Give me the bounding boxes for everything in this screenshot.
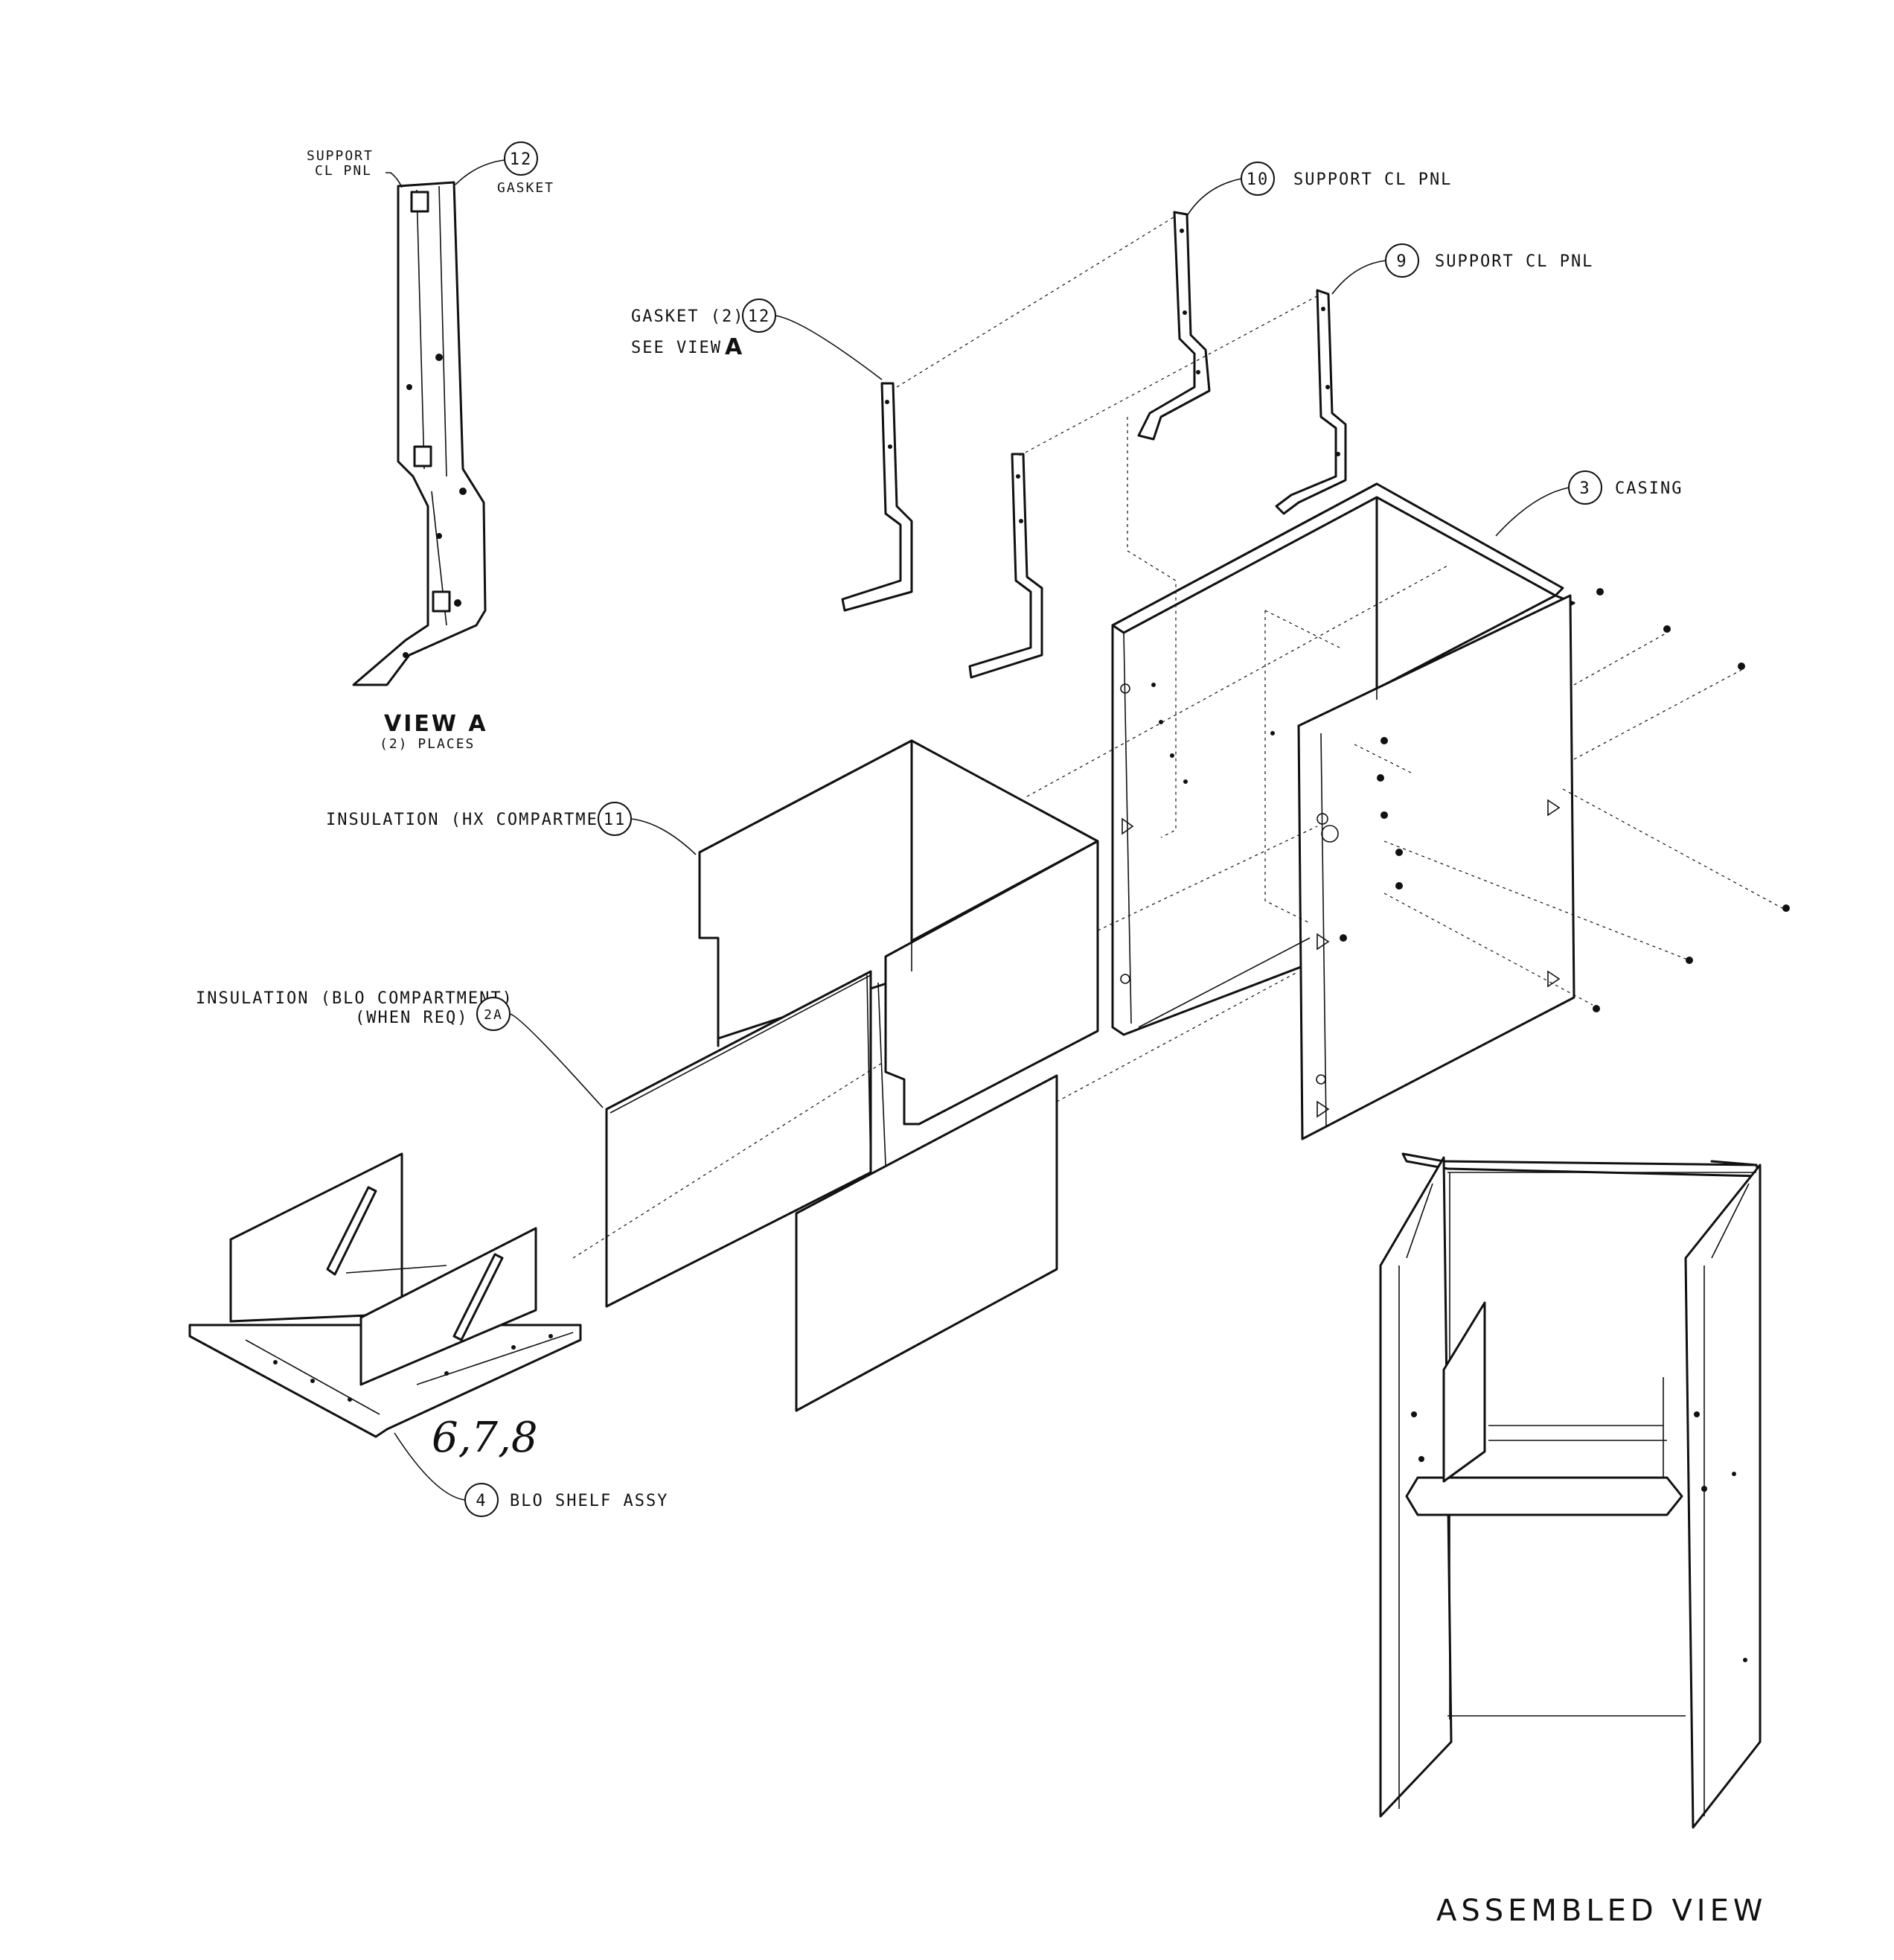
callout-11-label: INSULATION (HX COMPARTMENT) xyxy=(326,811,633,829)
callout-9-number: 9 xyxy=(1396,252,1407,271)
callout-item-2a: INSULATION (BLO COMPARTMENT) (WHEN REQ) … xyxy=(196,989,604,1108)
casing xyxy=(1111,482,1790,1140)
callout-item-3: 3 CASING xyxy=(1495,470,1683,537)
support-brackets xyxy=(841,211,1347,679)
gasket-strip-12 xyxy=(841,382,913,612)
callout-12-note-letter: A xyxy=(725,334,744,360)
alignment-lines xyxy=(572,215,1783,1259)
support-cl-pnl-9 xyxy=(1275,289,1347,515)
assembled-blower-plate xyxy=(1442,1301,1486,1483)
callout-10-number: 10 xyxy=(1247,170,1270,189)
callout-9-label: SUPPORT CL PNL xyxy=(1435,252,1593,271)
view-a-gasket-label: GASKET xyxy=(497,180,554,196)
assembled-view: ASSEMBLED VIEW xyxy=(1379,1152,1767,1928)
callout-3-label: CASING xyxy=(1615,479,1683,498)
assembled-blower-shelf xyxy=(1405,1476,1683,1516)
view-a-gasket-item-number: 12 xyxy=(510,150,533,169)
insulation-blo-compartment xyxy=(605,970,1058,1412)
insulation-blo-right-panel xyxy=(795,1074,1058,1412)
callout-item-12: GASKET (2) 12 SEE VIEW A xyxy=(631,299,883,380)
callout-item-4: 4 BLO SHELF ASSY xyxy=(394,1432,668,1517)
callout-12-note: SEE VIEW xyxy=(631,339,722,357)
view-a-support-bracket xyxy=(352,181,487,686)
callout-item-9: 9 SUPPORT CL PNL xyxy=(1331,243,1593,295)
view-a-detail: SUPPORT CL PNL 12 GASKET VIEW A (2) PLAC… xyxy=(307,141,554,752)
callout-12-number: 12 xyxy=(748,307,771,326)
assembled-view-label: ASSEMBLED VIEW xyxy=(1436,1894,1767,1928)
blower-shelf-assembly: 6,7,8 xyxy=(188,1152,582,1462)
callout-11-number: 11 xyxy=(604,811,627,829)
callout-12-prefix: GASKET (2) xyxy=(631,307,744,326)
view-a-subtitle: (2) PLACES xyxy=(380,736,475,752)
insulation-hx-right-panel xyxy=(884,840,1099,1126)
callout-4-label: BLO SHELF ASSY xyxy=(510,1492,668,1510)
handwritten-item-note: 6,7,8 xyxy=(432,1414,538,1462)
blower-shelf-left-plate xyxy=(229,1152,403,1323)
callout-3-number: 3 xyxy=(1579,479,1590,498)
view-a-support-label-2: CL PNL xyxy=(315,163,372,179)
assembled-top-rail xyxy=(1401,1152,1762,1178)
callout-item-11: INSULATION (HX COMPARTMENT) 11 xyxy=(326,802,697,855)
blower-shelf-rod-right xyxy=(452,1253,504,1341)
callout-item-10: 10 SUPPORT CL PNL xyxy=(1186,162,1452,217)
support-cl-pnl-small xyxy=(968,453,1043,679)
casing-right-side xyxy=(1297,594,1575,1140)
insulation-hx-compartment xyxy=(698,739,1099,1126)
callout-2a-label-2: (WHEN REQ) xyxy=(355,1009,468,1027)
blower-shelf-rod-left xyxy=(326,1186,377,1276)
view-a-title: VIEW A xyxy=(384,711,488,737)
callout-10-label: SUPPORT CL PNL xyxy=(1293,170,1452,189)
insulation-hx-left-panel xyxy=(698,739,913,1047)
view-a-gasket-item-bubble xyxy=(504,141,538,176)
blower-shelf-base xyxy=(188,1324,582,1438)
assembled-right-frame xyxy=(1684,1163,1762,1829)
callout-2a-number: 2A xyxy=(484,1007,503,1023)
view-a-support-label-1: SUPPORT xyxy=(307,148,374,164)
callout-2a-label-1: INSULATION (BLO COMPARTMENT) xyxy=(196,989,514,1008)
support-cl-pnl-10 xyxy=(1137,211,1211,441)
callout-4-number: 4 xyxy=(476,1492,487,1510)
casing-screws xyxy=(1340,588,1790,1012)
